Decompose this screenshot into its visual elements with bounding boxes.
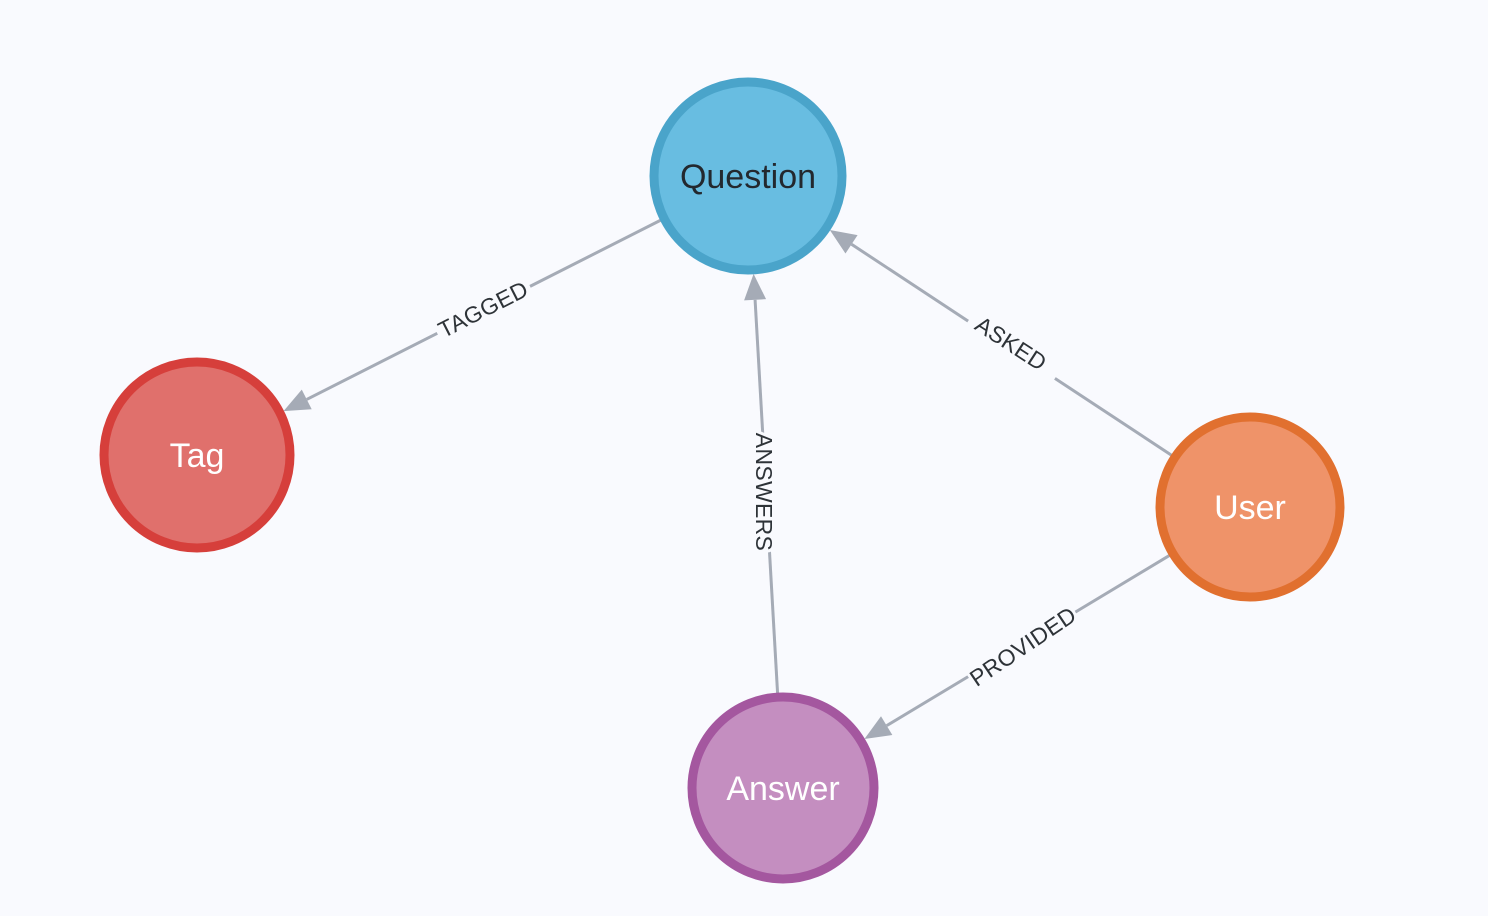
edge-tagged[interactable]: [283, 218, 662, 412]
edge-label-provided: PROVIDED: [965, 601, 1081, 691]
edge-answers[interactable]: [744, 273, 780, 694]
node-circle-question[interactable]: [649, 77, 847, 275]
node-label-user: User: [1214, 489, 1286, 527]
node-tag[interactable]: Tag: [99, 357, 295, 553]
edge-arrowhead-icon: [283, 389, 312, 412]
edge-arrowhead-icon: [864, 716, 893, 740]
edge-line-segment: [529, 218, 662, 288]
edge-line-segment: [885, 666, 985, 727]
edges-layer: [283, 218, 1173, 740]
edge-line-segment: [306, 332, 438, 401]
edge-arrowhead-icon: [829, 229, 858, 254]
edge-provided[interactable]: [864, 554, 1171, 740]
edge-asked[interactable]: [829, 229, 1173, 457]
node-label-tag: Tag: [170, 437, 225, 475]
edge-label-asked: ASKED: [971, 311, 1052, 376]
node-label-question: Question: [680, 158, 816, 196]
node-question[interactable]: Question: [649, 77, 847, 275]
edge-line-segment: [767, 548, 780, 694]
edge-arrowhead-icon: [744, 273, 767, 301]
node-answer[interactable]: Answer: [687, 692, 879, 884]
edge-label-tagged: TAGGED: [434, 276, 532, 343]
edge-label-answers: ANSWERS: [751, 433, 777, 551]
node-circle-user[interactable]: [1155, 412, 1345, 602]
edge-line-segment: [753, 299, 765, 445]
node-user[interactable]: User: [1155, 412, 1345, 602]
edge-line-segment: [1071, 554, 1171, 616]
node-circle-tag[interactable]: [99, 357, 295, 553]
edge-line-segment: [1054, 377, 1173, 457]
edge-line-segment: [850, 243, 969, 323]
node-label-answer: Answer: [726, 770, 839, 808]
node-circle-answer[interactable]: [687, 692, 879, 884]
